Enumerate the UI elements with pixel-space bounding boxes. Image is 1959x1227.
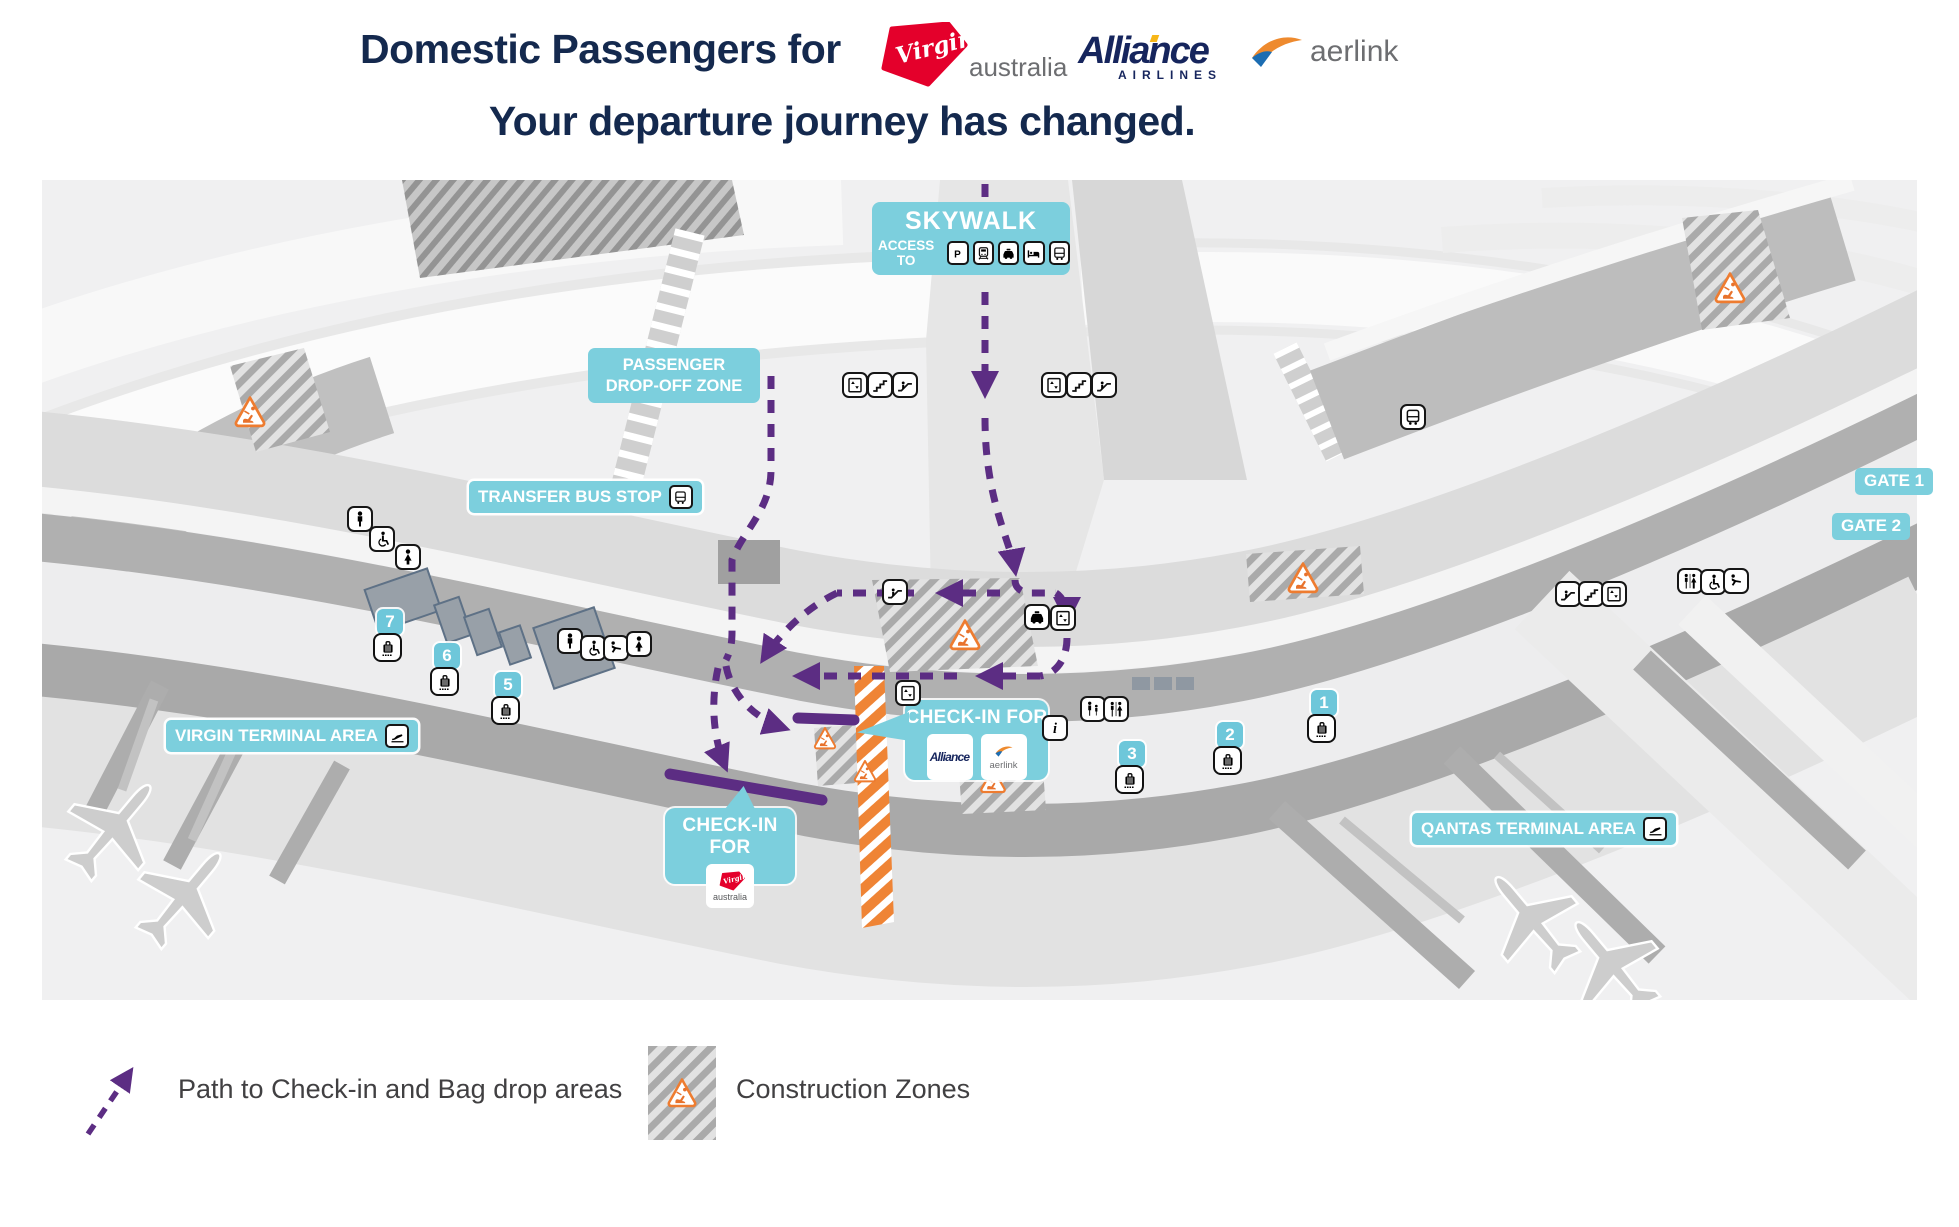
legend-construction-swatch <box>648 1046 716 1140</box>
gate-1-text: GATE 1 <box>1864 471 1925 490</box>
plane-icon <box>385 724 410 748</box>
bag-drop-marker-7: 7 <box>377 609 403 635</box>
aerlink-swoosh-icon <box>1252 37 1302 67</box>
map-background <box>42 180 1917 1000</box>
checkin-counter-lines <box>664 712 860 806</box>
skywalk-access-label: ACCESS TO <box>877 238 935 268</box>
family-area-icon <box>1080 696 1106 722</box>
aerlink-word: aerlink <box>1310 35 1399 68</box>
toilets-icon <box>1103 696 1129 722</box>
parking-icon <box>947 241 969 265</box>
virgin-terminal-text: VIRGIN TERMINAL AREA <box>175 725 379 745</box>
escalator-icon <box>892 372 918 398</box>
hotel-icon <box>1023 241 1045 265</box>
aerlink-tile-word: aerlink <box>989 759 1018 771</box>
bag-drop-icon <box>1213 746 1242 775</box>
aerlink-logo-tile: aerlink <box>980 734 1027 780</box>
dropoff-line2: DROP-OFF ZONE <box>605 376 743 395</box>
piers <box>81 570 1917 1000</box>
passenger-dropoff-label: PASSENGER DROP-OFF ZONE <box>588 348 760 404</box>
taxi-icon <box>1024 604 1050 630</box>
skywalk-title: SKYWALK <box>905 207 1037 235</box>
info-icon <box>1042 715 1068 741</box>
lift-icon <box>1050 605 1076 631</box>
aerlink-swoosh-icon <box>994 745 1013 757</box>
checkin-title: CHECK-IN FOR <box>682 815 778 858</box>
bag-drop-icon <box>491 696 520 725</box>
escalator-icon <box>1091 372 1117 398</box>
virgin-kite-icon: Virgin <box>719 871 746 890</box>
wheelchair-icon <box>580 635 606 661</box>
bus-icon <box>668 485 693 509</box>
skywalk-banner: SKYWALK ACCESS TO <box>872 202 1070 275</box>
bag-drop-marker-1: 1 <box>1311 690 1337 716</box>
gate-2-label: GATE 2 <box>1832 513 1911 540</box>
mens-toilet-icon <box>347 506 373 532</box>
terminal-map: SKYWALK ACCESS TO PASSENGER DROP-OFF ZON… <box>42 180 1934 1000</box>
skywalk-band <box>926 180 1247 650</box>
qantas-terminal-text: QANTAS TERMINAL AREA <box>1421 818 1637 838</box>
virgin-australia-logo: Virgin australia <box>862 21 1067 88</box>
alliance-logo-tile: Alliance <box>926 734 973 780</box>
alliance-word: Alliance <box>1078 30 1210 72</box>
womens-toilet-icon <box>626 631 652 657</box>
wheelchair-icon <box>369 526 395 552</box>
bag-drop-marker-5: 5 <box>495 672 521 698</box>
legend-path-label: Path to Check-in and Bag drop areas <box>178 1074 623 1104</box>
stairs-icon <box>1066 372 1092 398</box>
transfer-bus-stop-label: TRANSFER BUS STOP <box>469 481 702 513</box>
alliance-airlines-logo: Alliance AIRLINES <box>1058 32 1228 82</box>
checkin-alliance-aerlink-callout: CHECK-IN FOR Alliance aerlink <box>857 700 1048 780</box>
virgin-kite-icon: Virgin <box>881 21 977 87</box>
escalator-icon <box>882 579 908 605</box>
taxi-icon <box>997 241 1020 265</box>
aerlink-logo: aerlink <box>1248 30 1398 74</box>
gate-2-text: GATE 2 <box>1841 516 1902 535</box>
virgin-terminal-area-label: VIRGIN TERMINAL AREA <box>166 720 419 752</box>
stairs-icon <box>867 372 893 398</box>
dropoff-line1: PASSENGER <box>622 356 726 374</box>
bag-drop-icon <box>1115 765 1144 794</box>
train-icon <box>972 241 994 265</box>
mid-buildings <box>363 540 1194 690</box>
transfer-bus-stop-text: TRANSFER BUS STOP <box>478 486 662 506</box>
virgin-word: australia <box>969 52 1068 82</box>
gate-1-label: GATE 1 <box>1855 468 1934 495</box>
bus-icon <box>1048 241 1070 265</box>
checkin-title: CHECK-IN FOR <box>905 707 1048 728</box>
lift-icon <box>895 680 921 706</box>
escalator-icon <box>1555 581 1581 607</box>
page-subtitle: Your departure journey has changed. <box>488 98 1196 144</box>
bus-icon <box>1400 404 1426 430</box>
womens-toilet-icon <box>395 544 421 570</box>
legend-construction-label: Construction Zones <box>736 1074 971 1104</box>
virgin-tile-word: australia <box>712 891 748 902</box>
lift-icon <box>1601 581 1627 607</box>
qantas-terminal-area-label: QANTAS TERMINAL AREA <box>1412 813 1677 845</box>
bag-drop-icon <box>373 633 402 662</box>
legend-path-arrow-icon <box>85 1066 134 1136</box>
bag-drop-icon <box>1307 714 1336 743</box>
train-station <box>402 180 744 278</box>
bag-drop-icon <box>430 667 459 696</box>
alliance-tile-word: Alliance <box>929 750 970 764</box>
page-title: Domestic Passengers for <box>360 26 841 72</box>
lift-icon <box>1041 372 1067 398</box>
virgin-logo-tile: Virgin australia <box>706 864 754 908</box>
bag-drop-marker-3: 3 <box>1119 741 1145 767</box>
baby-change-icon <box>1723 568 1749 594</box>
wheelchair-icon <box>1700 569 1726 595</box>
checkin-virgin-callout: CHECK-IN FOR Virgin australia <box>665 786 795 908</box>
bag-drop-marker-2: 2 <box>1217 722 1243 748</box>
plane-icon <box>1643 817 1668 841</box>
bag-drop-marker-6: 6 <box>434 643 460 669</box>
lift-icon <box>842 372 868 398</box>
